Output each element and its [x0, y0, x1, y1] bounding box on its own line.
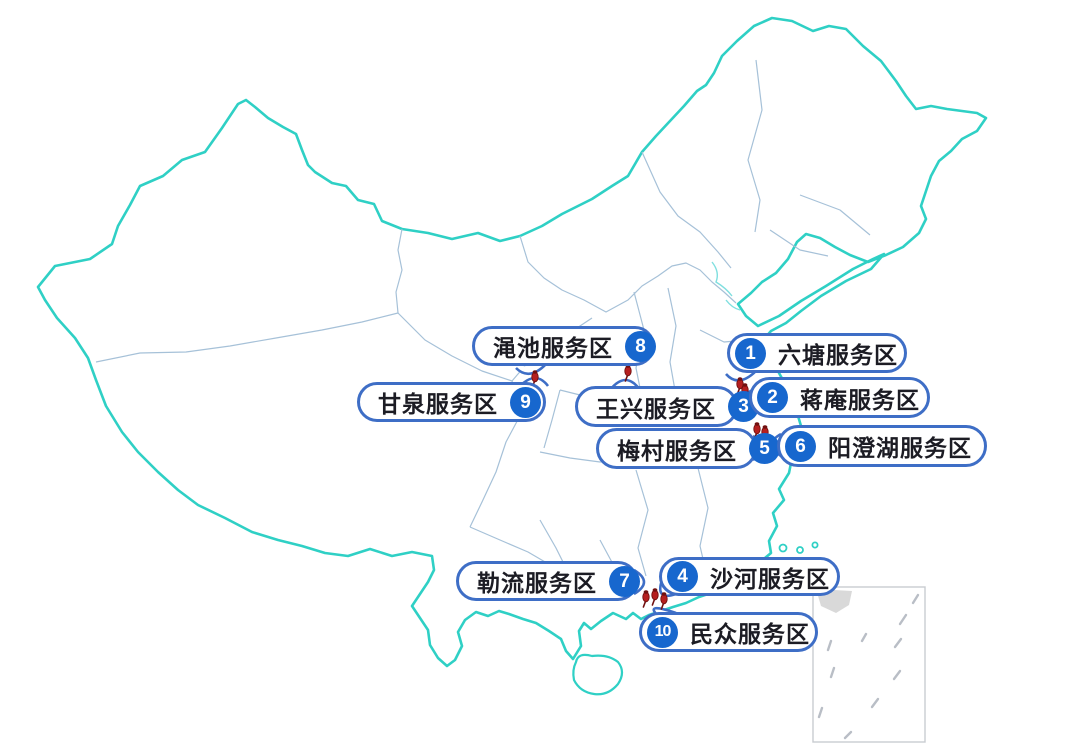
red-pushpin-icon [624, 364, 632, 382]
red-pushpin-icon [651, 588, 659, 606]
rank-badge: 4 [667, 561, 698, 592]
service-area-name: 沙河服务区 [710, 565, 830, 592]
service-area-callout-shahe: 4 沙河服务区 [659, 557, 840, 596]
offshore-islands [778, 541, 819, 554]
rank-badge: 1 [735, 337, 766, 369]
service-area-name: 梅村服务区 [617, 437, 737, 464]
service-area-callout-meicun: 梅村服务区 5 [596, 428, 780, 469]
service-area-callout-liutang: 1 六塘服务区 [727, 333, 907, 373]
service-area-name: 甘泉服务区 [378, 391, 498, 417]
rank-badge: 5 [749, 433, 780, 464]
service-area-name: 民众服务区 [690, 621, 810, 647]
service-area-callout-jiangan: 2 蒋庵服务区 [749, 377, 930, 418]
south-china-sea-inset [812, 586, 926, 743]
service-area-name: 勒流服务区 [477, 570, 597, 596]
national-boundary [36, 16, 988, 668]
service-area-name: 阳澄湖服务区 [828, 435, 972, 461]
rank-badge: 9 [510, 386, 541, 418]
rank-badge: 10 [647, 616, 678, 648]
red-pushpin-icon [642, 590, 650, 608]
service-area-callout-mianchi: 渑池服务区 8 [472, 326, 656, 366]
service-area-callout-minzhong: 10 民众服务区 [639, 612, 818, 652]
service-area-callout-yangchenghu: 6 阳澄湖服务区 [777, 425, 987, 467]
service-area-callout-leliu: 勒流服务区 7 [456, 561, 640, 601]
service-area-callout-ganquan: 甘泉服务区 9 [357, 382, 546, 422]
red-pushpin-icon [660, 592, 668, 610]
rank-badge: 8 [625, 330, 656, 362]
service-area-name: 王兴服务区 [596, 395, 716, 422]
service-area-name: 六塘服务区 [778, 342, 898, 368]
hainan-island [572, 653, 624, 696]
service-area-name: 渑池服务区 [493, 335, 613, 361]
rank-badge: 6 [785, 430, 816, 462]
rank-badge: 2 [757, 382, 788, 413]
rank-badge: 7 [609, 565, 640, 597]
service-area-name: 蒋庵服务区 [800, 386, 920, 413]
